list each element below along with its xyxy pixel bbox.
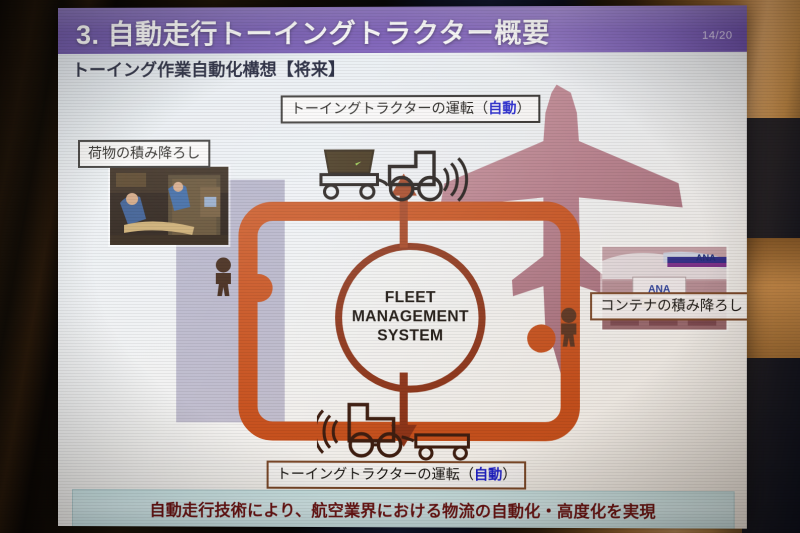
page-number: 14/20 (701, 29, 733, 42)
wall-dark-panel (742, 358, 800, 533)
airplane-silhouette-icon (432, 78, 686, 381)
svg-text:ANA: ANA (696, 253, 716, 263)
slide-title: 3. 自動走行トーイングトラクター概要 (76, 18, 550, 50)
loop-node-right (527, 324, 556, 353)
projected-slide: 3. 自動走行トーイングトラクター概要 14/20 トーイング作業自動化構想【将… (58, 5, 747, 529)
worker-figure-icon (556, 307, 582, 347)
towing-tractor-with-flatbed-cart-icon (317, 401, 479, 464)
arrow-up-icon (387, 171, 421, 249)
label-bottom-tractor-tail: ） (502, 466, 517, 483)
slide-title-bar: 3. 自動走行トーイングトラクター概要 14/20 (58, 5, 747, 55)
label-bottom-tractor-main: トーイングトラクターの運転（ (276, 465, 474, 483)
label-top-tractor-highlight: 自動 (488, 99, 517, 117)
arrow-down-icon (387, 371, 421, 449)
baggage-loading-photo (110, 166, 229, 245)
towing-tractor-with-cargo-cart-icon (317, 146, 468, 209)
wall-warm-panel (742, 238, 800, 358)
fms-line-3: SYSTEM (377, 327, 444, 345)
label-top-tractor: トーイングトラクターの運転（自動） (280, 94, 541, 124)
worker-figure-icon (210, 256, 236, 297)
label-top-tractor-tail: ） (516, 99, 531, 116)
fleet-management-system-label: FLEET MANAGEMENT SYSTEM (352, 289, 469, 346)
fms-line-1: FLEET (384, 289, 436, 307)
fms-line-2: MANAGEMENT (351, 308, 469, 326)
loop-node-left (244, 274, 273, 303)
diagram-canvas: FLEET MANAGEMENT SYSTEM (58, 50, 747, 529)
summary-banner: 自動走行技術により、航空業界における物流の自動化・高度化を実現 (71, 489, 735, 529)
label-cargo-loading: 荷物の積み降ろし (78, 139, 211, 168)
label-bottom-tractor: トーイングトラクターの運転（自動） (266, 460, 527, 490)
summary-banner-text: 自動走行技術により、航空業界における物流の自動化・高度化を実現 (149, 502, 656, 522)
svg-text:ANA: ANA (648, 284, 670, 295)
wall-dark-panel (742, 118, 800, 238)
label-top-tractor-main: トーイングトラクターの運転（ (290, 99, 489, 117)
label-bottom-tractor-highlight: 自動 (473, 466, 503, 483)
label-container-loading: コンテナの積み降ろし (590, 292, 747, 321)
